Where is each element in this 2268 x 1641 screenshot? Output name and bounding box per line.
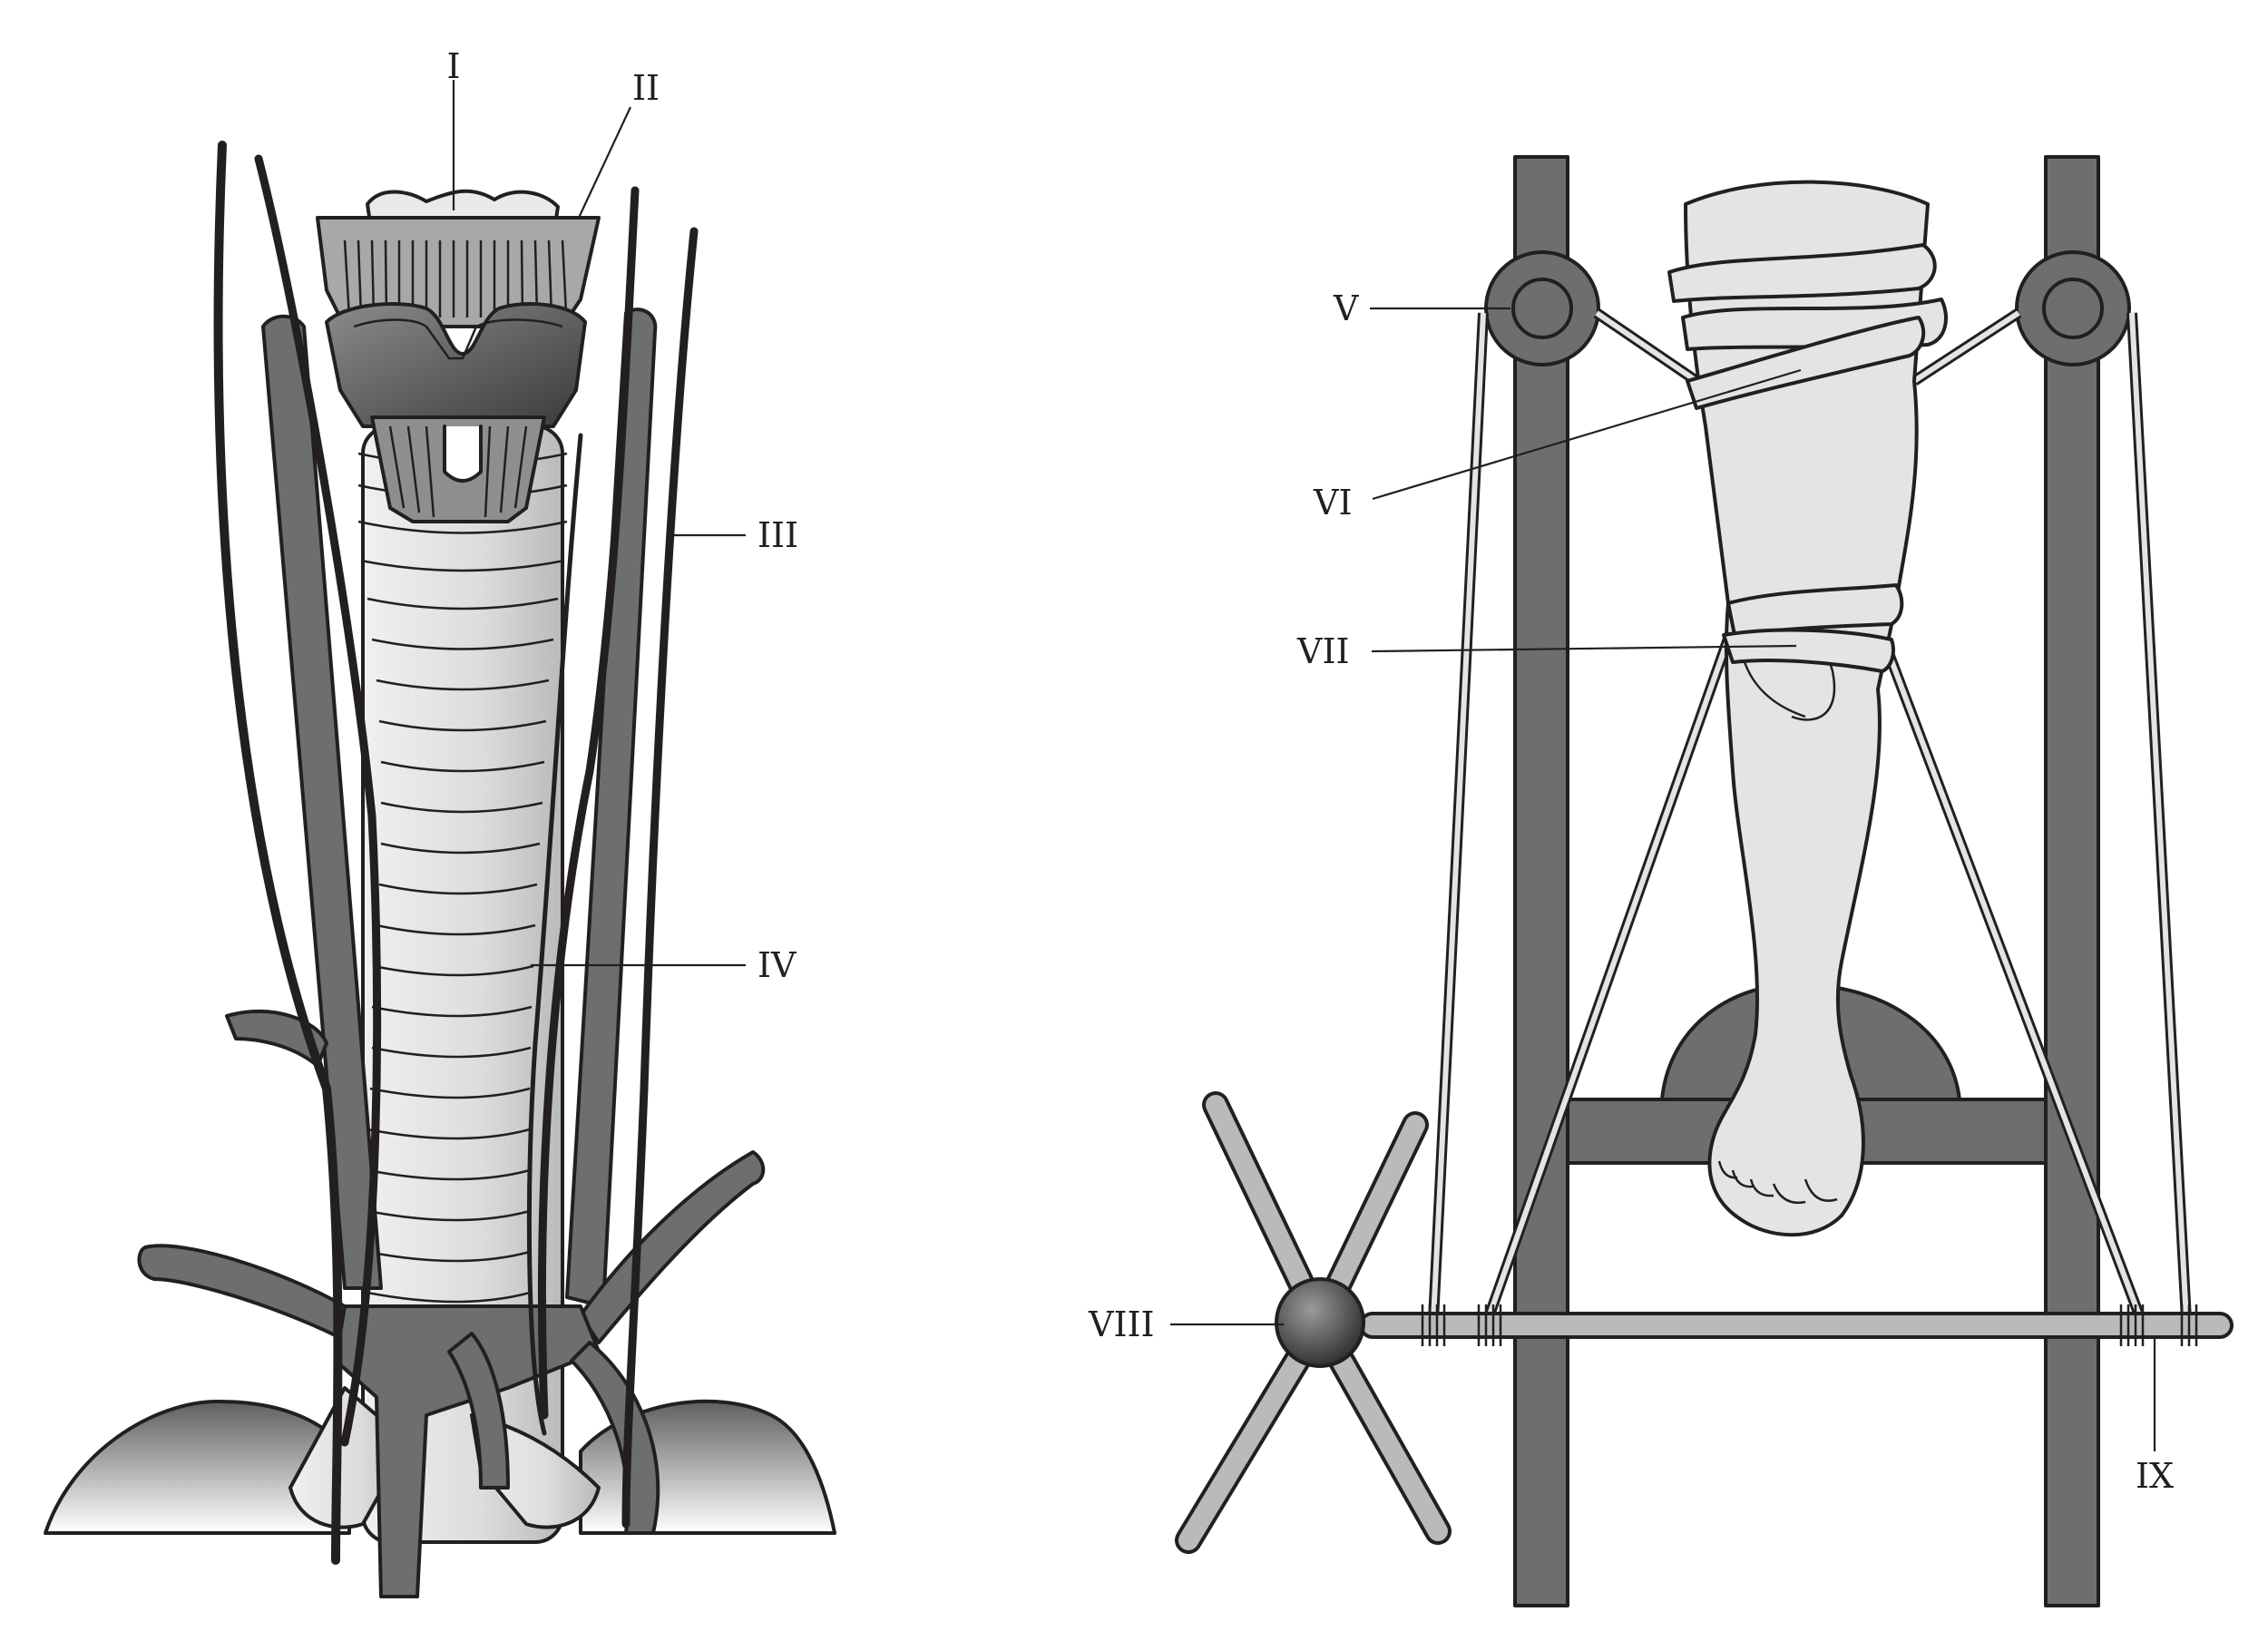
label-VIII: VIII xyxy=(1088,1304,1154,1344)
label-III: III xyxy=(758,515,798,555)
label-VII: VII xyxy=(1296,631,1349,671)
label-V: V xyxy=(1333,288,1359,328)
labels: I II III IV V VI VII VIII IX xyxy=(446,46,2174,1496)
right-panel xyxy=(1170,155,2234,1607)
winch-knob xyxy=(1275,1277,1365,1368)
left-panel xyxy=(44,80,836,1598)
label-I: I xyxy=(446,46,460,86)
label-VI: VI xyxy=(1313,483,1352,523)
label-IV: IV xyxy=(758,945,797,985)
left-leaders xyxy=(452,80,746,967)
leg xyxy=(1684,180,1930,1237)
right-post xyxy=(2044,155,2100,1607)
pulley-right xyxy=(2015,250,2131,366)
left-post xyxy=(1513,155,1569,1607)
horizontal-rod xyxy=(1359,1312,2234,1339)
traction-cords xyxy=(1428,308,2192,1323)
rod-coils xyxy=(1421,1304,2198,1346)
knee-bandage xyxy=(1722,583,1904,673)
larynx xyxy=(316,189,601,523)
pulley-left xyxy=(1484,250,1600,366)
label-II: II xyxy=(632,68,660,108)
winch-handle xyxy=(1175,1091,1452,1554)
label-IX: IX xyxy=(2136,1456,2174,1496)
great-vessels xyxy=(137,308,766,1598)
nerves xyxy=(213,141,699,1565)
right-leaders xyxy=(1170,307,2156,1451)
